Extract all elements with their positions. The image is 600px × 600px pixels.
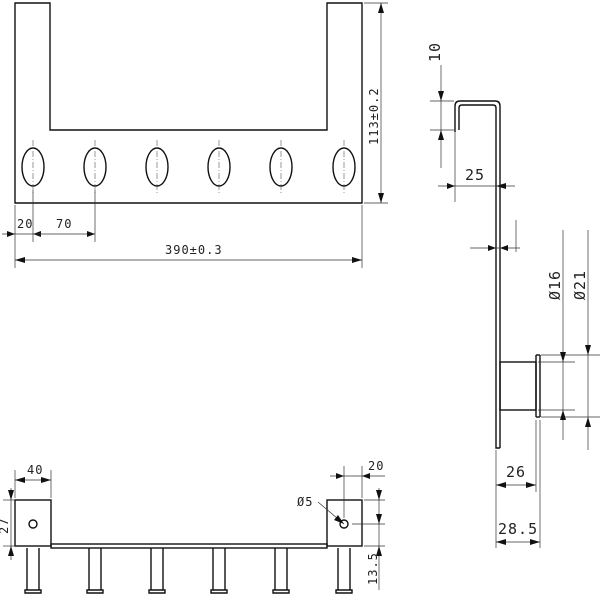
bottom-end-right (326, 499, 363, 547)
dim-hole-pitch: 70 (33, 217, 95, 237)
bottom-end-left (14, 499, 52, 547)
side-total-len-label: 28.5 (498, 520, 538, 538)
side-lip-label: 10 (426, 42, 444, 62)
bottom-offset-label: 13.5 (366, 552, 380, 585)
dim-side-depth: 25 (438, 132, 515, 202)
bottom-hole-right (339, 519, 349, 529)
bottom-pegs (24, 548, 353, 594)
dim-bottom-hole: Ø5 (297, 495, 345, 525)
dim-side-hook-len: 26 (495, 420, 537, 548)
bottom-height-label: 27 (0, 518, 11, 534)
front-view: 113±0.2 20 70 390±0.3 (2, 2, 388, 268)
dim-side-total-len: 28.5 (496, 420, 541, 548)
side-dia-inner-label: Ø16 (546, 270, 564, 300)
bottom-end-width-label: 40 (27, 463, 43, 477)
side-hook (454, 100, 501, 448)
dim-bottom-end-right: 20 (330, 459, 385, 518)
dim-side-diameters: Ø16 Ø21 (538, 230, 600, 450)
front-holes (21, 147, 356, 187)
side-depth-label: 25 (465, 166, 485, 184)
dim-side-thickness (470, 220, 520, 252)
bottom-hole-dia-label: Ø5 (297, 495, 313, 509)
dim-side-lip: 10 (426, 42, 454, 168)
dim-bottom-end-width: 40 (14, 463, 52, 498)
dim-bottom-offset: 13.5 (352, 488, 385, 590)
side-hook-len-label: 26 (506, 463, 526, 481)
hole-offset-label: 20 (17, 217, 33, 231)
front-height-label: 113±0.2 (367, 87, 381, 145)
dim-front-height: 113±0.2 (364, 2, 388, 204)
front-centerlines (32, 140, 345, 195)
side-dia-outer-label: Ø21 (571, 270, 589, 300)
side-view: 10 25 Ø16 (426, 42, 600, 548)
dim-front-width: 390±0.3 (15, 243, 362, 263)
bottom-view: 40 20 Ø5 27 (0, 459, 385, 594)
dim-bottom-height: 27 (0, 488, 15, 560)
side-peg (499, 354, 541, 418)
front-outline (14, 2, 363, 204)
bottom-end-right-label: 20 (368, 459, 384, 473)
front-width-label: 390±0.3 (165, 243, 223, 257)
hole-pitch-label: 70 (56, 217, 72, 231)
bottom-hole-left (28, 519, 38, 529)
bottom-bar (50, 543, 328, 549)
